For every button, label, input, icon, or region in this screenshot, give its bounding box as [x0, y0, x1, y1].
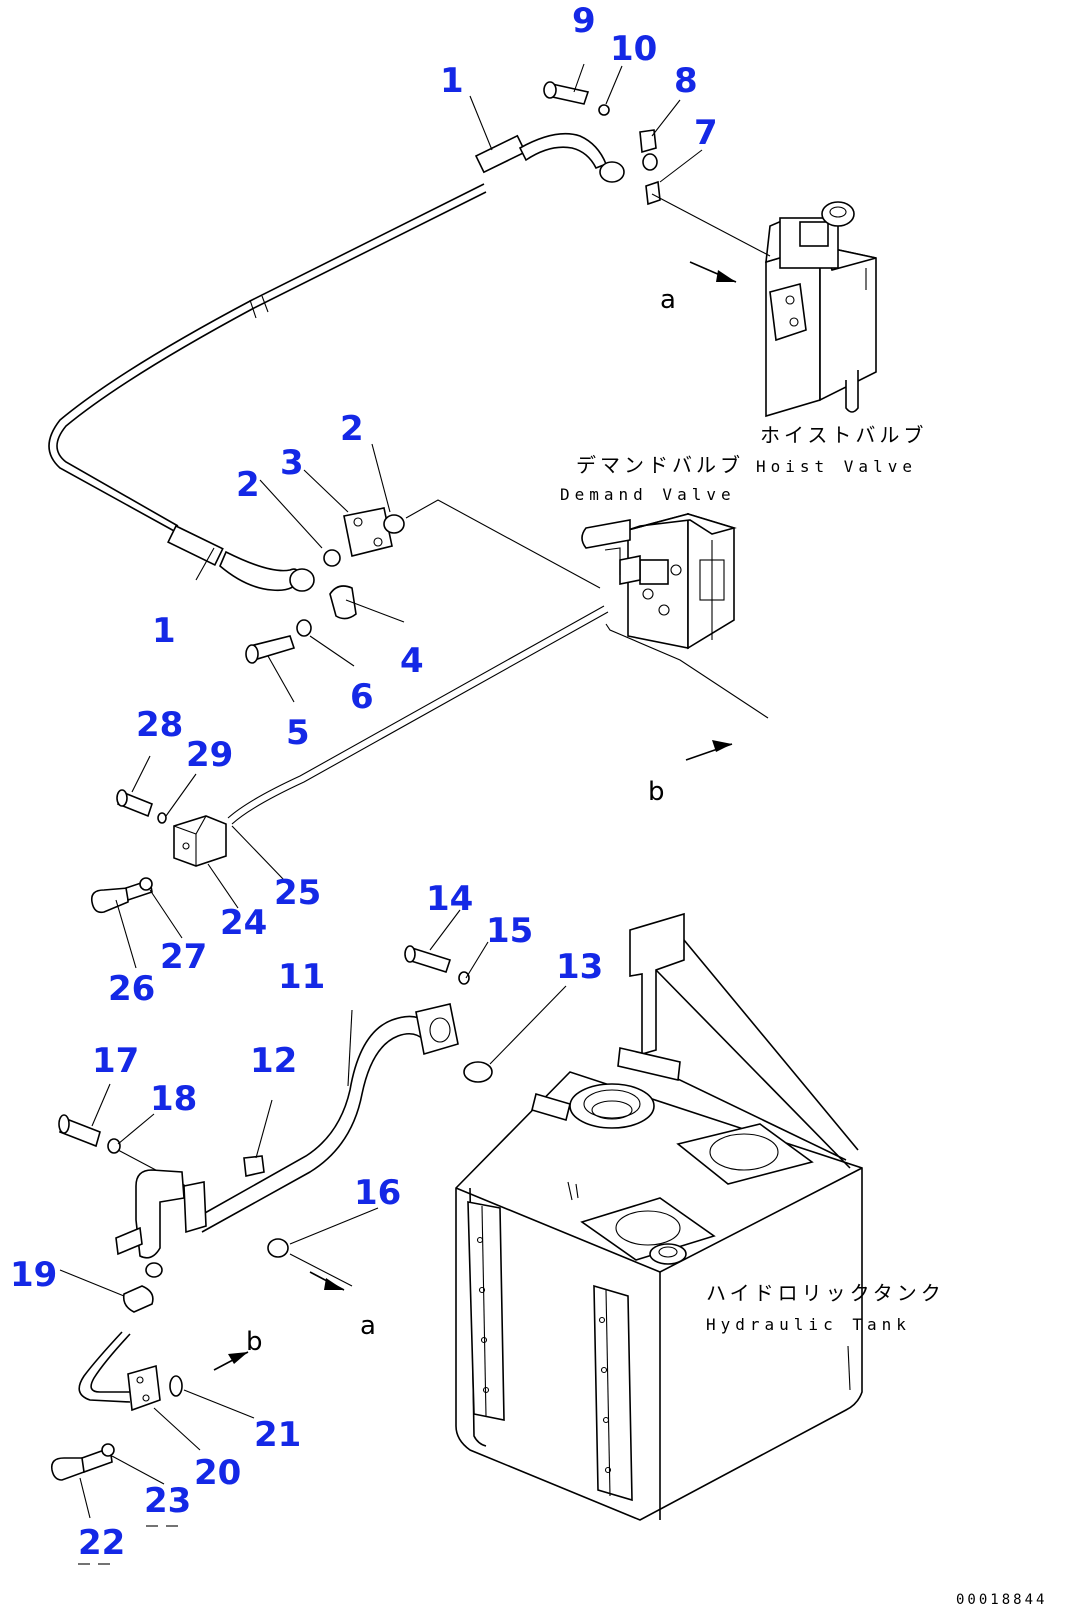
callout-8: 8 — [674, 61, 698, 101]
top-fittings — [543, 81, 771, 283]
callout-18: 18 — [150, 1079, 197, 1119]
callout-13: 13 — [556, 947, 603, 987]
middle-fittings — [245, 499, 769, 761]
callout-2-left: 2 — [236, 465, 260, 505]
ref-a-bottom: a — [360, 1311, 376, 1341]
drawing-number: 00018844 — [956, 1592, 1047, 1608]
label-demand-valve-en: Demand Valve — [560, 485, 736, 504]
callout-2-right: 2 — [340, 409, 364, 449]
callout-25: 25 — [274, 873, 321, 913]
callout-1-upper: 1 — [440, 61, 464, 101]
hose-upper — [48, 132, 625, 592]
callout-numbers: 1 1 2 2 3 4 5 6 7 8 9 10 11 12 13 14 15 … — [10, 1, 718, 1563]
callout-22: 22 — [78, 1523, 125, 1563]
underline-marks — [78, 1525, 178, 1565]
callout-19: 19 — [10, 1255, 57, 1295]
callout-23: 23 — [144, 1481, 191, 1521]
label-hoist-valve-en: Hoist Valve — [756, 457, 917, 476]
callout-28: 28 — [136, 705, 183, 745]
callout-12: 12 — [250, 1041, 297, 1081]
tube-lower — [50, 1285, 249, 1481]
reference-letters: a a b b — [246, 285, 676, 1357]
hose-lower — [58, 945, 493, 1291]
callout-16: 16 — [354, 1173, 401, 1213]
hoist-valve — [765, 201, 877, 418]
ref-a-top: a — [660, 285, 676, 315]
callout-14: 14 — [426, 879, 473, 919]
callout-29: 29 — [186, 735, 233, 775]
label-demand-valve-jp: デマンドバルブ — [576, 453, 744, 477]
callout-21: 21 — [254, 1415, 301, 1455]
callout-15: 15 — [486, 911, 533, 951]
callout-20: 20 — [194, 1453, 241, 1493]
callout-7: 7 — [694, 113, 718, 153]
leader-lines — [59, 63, 703, 1519]
ref-b-bottom: b — [246, 1327, 263, 1357]
callout-4: 4 — [400, 641, 424, 681]
ref-b-mid: b — [648, 777, 665, 807]
label-hydraulic-tank-jp: ハイドロリックタンク — [706, 1281, 945, 1305]
label-hydraulic-tank-en: Hydraulic Tank — [706, 1315, 911, 1334]
callout-11: 11 — [278, 957, 325, 997]
callout-10: 10 — [610, 29, 657, 69]
callout-3: 3 — [280, 443, 304, 483]
label-hoist-valve-jp: ホイストバルブ — [760, 423, 927, 447]
callout-1-lower: 1 — [152, 611, 176, 651]
tube-25 — [227, 605, 609, 825]
hydraulic-tank — [455, 912, 863, 1521]
callout-9: 9 — [572, 1, 596, 41]
callout-27: 27 — [160, 937, 207, 977]
component-labels: ホイストバルブ Hoist Valve デマンドバルブ Demand Valve… — [560, 423, 945, 1334]
callout-26: 26 — [108, 969, 155, 1009]
block-24-fittings — [90, 789, 227, 914]
callout-17: 17 — [92, 1041, 139, 1081]
callout-6: 6 — [350, 677, 374, 717]
callout-5: 5 — [286, 713, 310, 753]
demand-valve — [581, 512, 737, 650]
callout-24: 24 — [220, 903, 267, 943]
